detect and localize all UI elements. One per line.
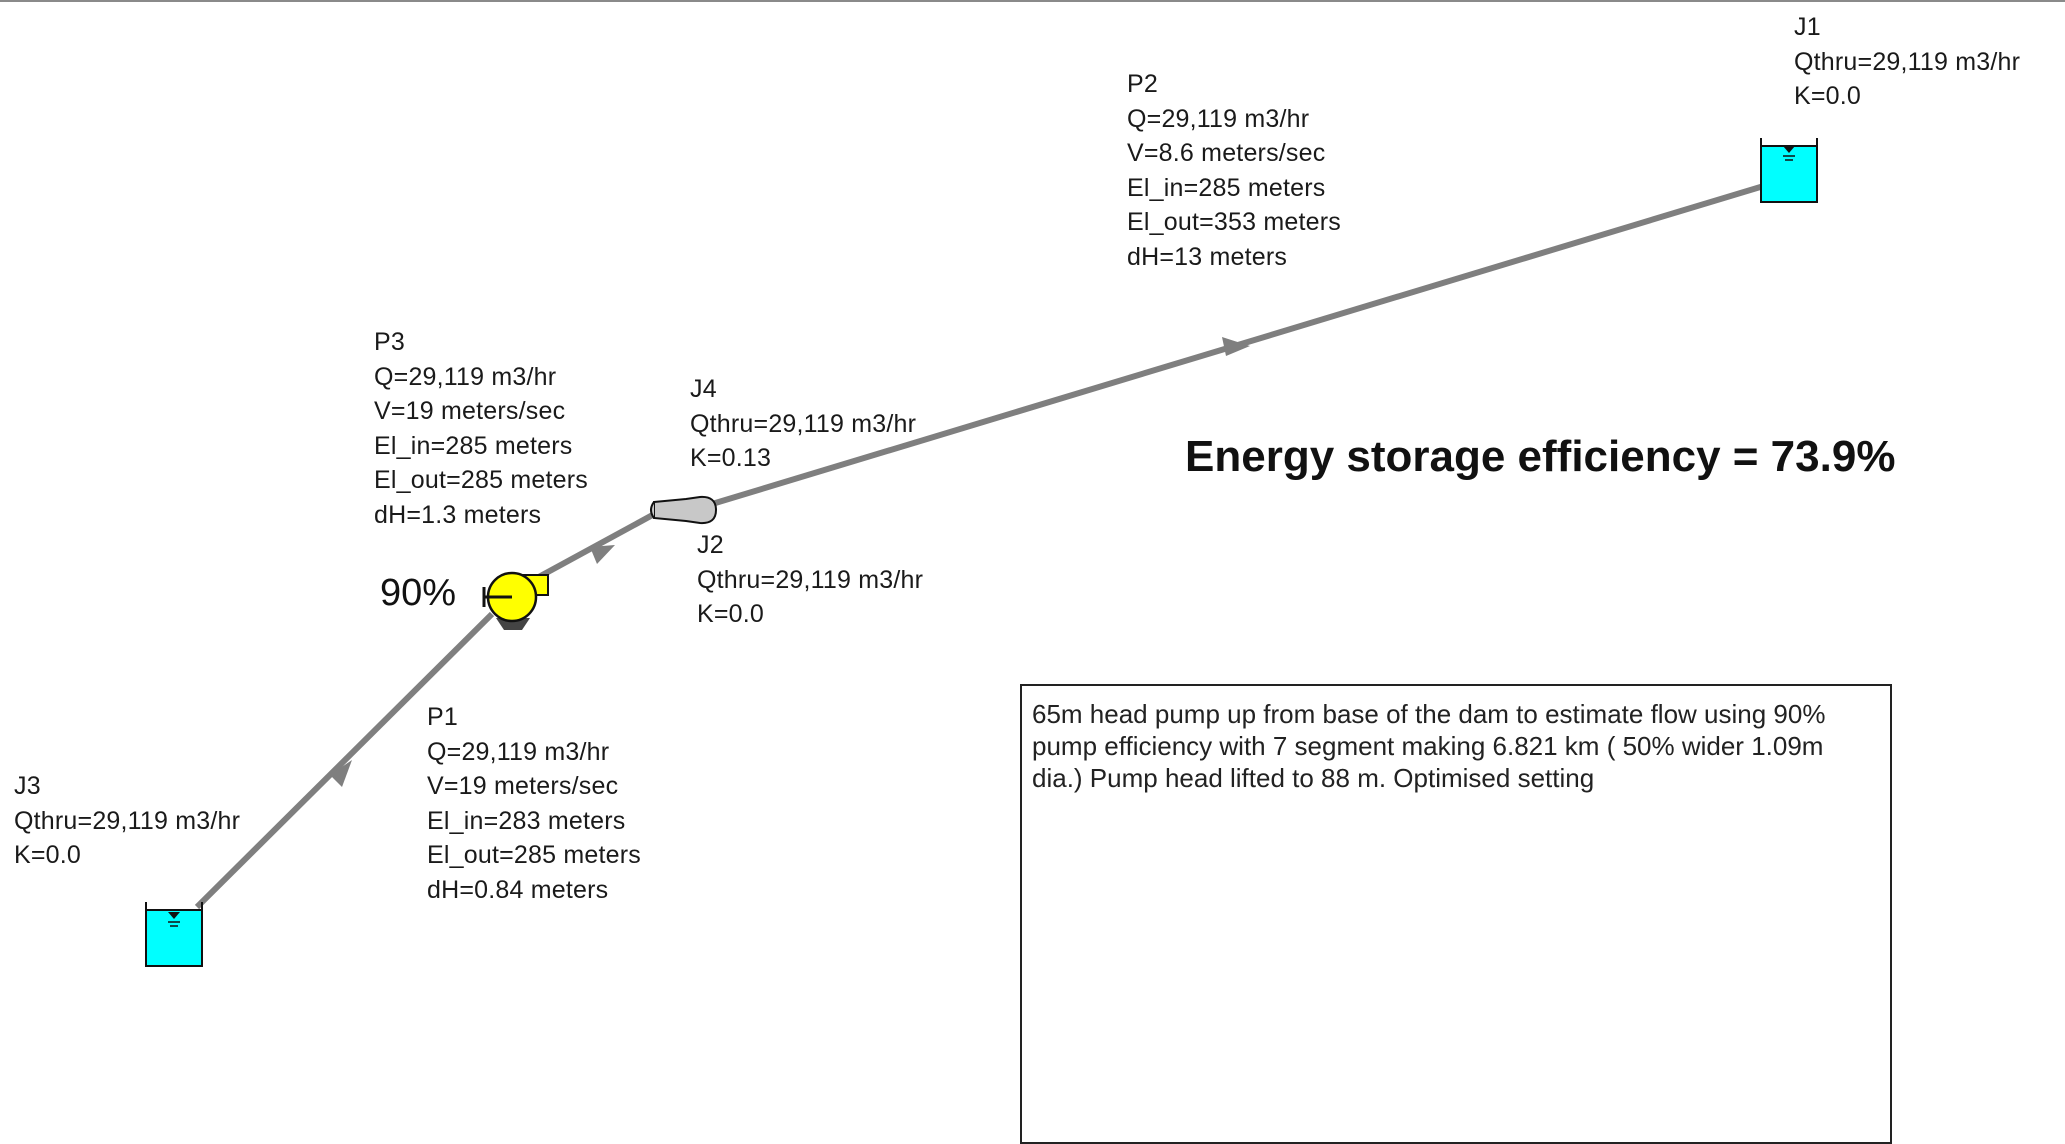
pump-icon[interactable] (482, 571, 549, 630)
network-diagram (145, 138, 1818, 967)
junction-j4-label: J4 Qthru=29,119 m3/hr K=0.13 (690, 372, 916, 476)
pipe-flow: Q=29,119 m3/hr (1127, 104, 1310, 133)
flow-arrow-icon (590, 545, 615, 564)
pipe-name: P1 (427, 703, 458, 731)
junction-k: K=0.0 (1794, 82, 1862, 110)
pump-efficiency-label: 90% (380, 572, 457, 614)
junction-name: J1 (1794, 13, 1821, 41)
pipe-elevation-out: El_out=353 meters (1127, 208, 1341, 236)
efficiency-headline: Energy storage efficiency = 73.9% (1185, 432, 1896, 481)
junction-j1-label: J1 Qthru=29,119 m3/hr K=0.0 (1794, 10, 2020, 114)
flow-arrow-icon (330, 760, 352, 787)
pipe-velocity: V=19 meters/sec (427, 772, 619, 800)
junction-k: K=0.0 (14, 841, 82, 869)
junction-name: J2 (697, 531, 724, 559)
pipe-elevation-in: El_in=285 meters (374, 431, 573, 460)
pipe-name: P3 (374, 328, 405, 356)
pipe-elevation-out: El_out=285 meters (374, 466, 588, 494)
fitting-icon[interactable] (650, 495, 718, 525)
top-border (0, 0, 2065, 2)
junction-flow: Qthru=29,119 m3/hr (1794, 47, 2021, 76)
pipe-velocity: V=19 meters/sec (374, 397, 566, 425)
pipe-elevation-in: El_in=283 meters (427, 806, 626, 835)
junction-flow: Qthru=29,119 m3/hr (697, 565, 924, 594)
pipe-elevation-in: El_in=285 meters (1127, 173, 1326, 202)
junction-j3-label: J3 Qthru=29,119 m3/hr K=0.0 (14, 769, 240, 873)
pipe-head-loss: dH=0.84 meters (427, 875, 609, 904)
pipe-elevation-out: El_out=285 meters (427, 841, 641, 869)
pipe-velocity: V=8.6 meters/sec (1127, 139, 1326, 167)
pipe-p3-label: P3 Q=29,119 m3/hr V=19 meters/sec El_in=… (374, 325, 588, 532)
pipe-flow: Q=29,119 m3/hr (374, 362, 557, 391)
junction-flow: Qthru=29,119 m3/hr (690, 409, 917, 438)
pipe-p2-label: P2 Q=29,119 m3/hr V=8.6 meters/sec El_in… (1127, 67, 1341, 274)
pipe-name: P2 (1127, 70, 1158, 98)
flow-arrow-icon (1222, 337, 1250, 356)
junction-name: J4 (690, 375, 717, 403)
pipe-head-loss: dH=13 meters (1127, 242, 1288, 271)
pipe-flow: Q=29,119 m3/hr (427, 737, 610, 766)
junction-flow: Qthru=29,119 m3/hr (14, 806, 241, 835)
junction-k: K=0.0 (697, 600, 765, 628)
pipe-p1-label: P1 Q=29,119 m3/hr V=19 meters/sec El_in=… (427, 700, 641, 907)
junction-k: K=0.13 (690, 444, 772, 472)
junction-name: J3 (14, 772, 41, 800)
reservoir-icon[interactable] (1760, 138, 1818, 203)
pipe-p2[interactable] (711, 175, 1791, 507)
junction-j2-label: J2 Qthru=29,119 m3/hr K=0.0 (697, 528, 923, 632)
annotation-note[interactable]: 65m head pump up from base of the dam to… (1020, 684, 1892, 1144)
reservoir-icon[interactable] (145, 902, 203, 967)
pipe-p1[interactable] (194, 611, 495, 910)
pipe-head-loss: dH=1.3 meters (374, 500, 542, 529)
